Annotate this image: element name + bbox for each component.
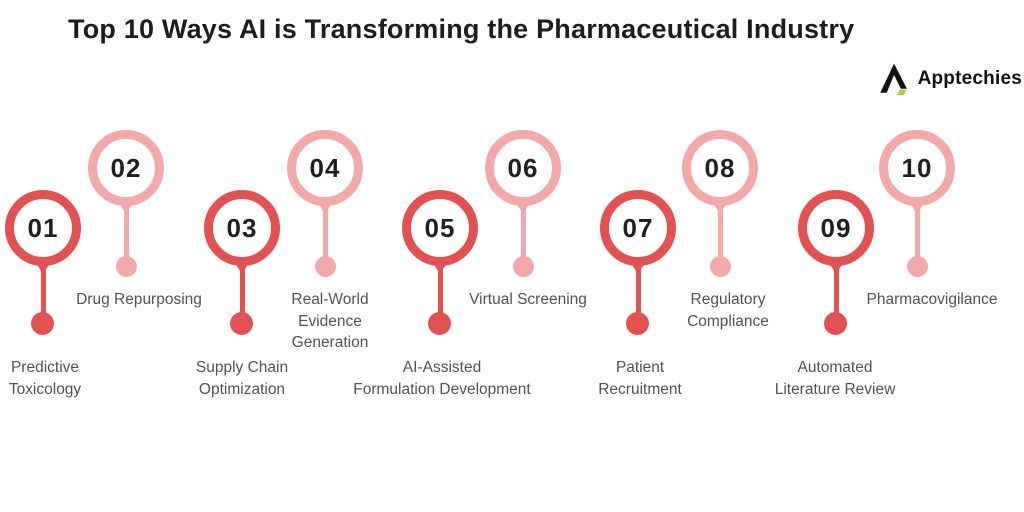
step-number-circle: 05 — [402, 190, 478, 266]
connector-tail — [36, 263, 50, 274]
connector-dot — [230, 312, 253, 335]
step-number-circle: 09 — [798, 190, 874, 266]
connector-dot — [315, 256, 336, 277]
step-label: Drug Repurposing — [76, 291, 202, 308]
connector-stem — [239, 264, 245, 316]
connector-dot — [513, 256, 534, 277]
connector-tail — [516, 203, 530, 214]
step-number-circle: 04 — [287, 130, 363, 206]
connector-tail — [318, 203, 332, 214]
step-number: 06 — [507, 152, 539, 183]
step-number-circle: 08 — [682, 130, 758, 206]
step-label: Supply Chain Optimization — [195, 359, 289, 398]
step-number: 07 — [622, 212, 654, 243]
step-label: Virtual Screening — [469, 291, 587, 308]
brand-logo: Apptechies — [877, 62, 1022, 96]
connector-tail — [631, 263, 645, 274]
page-title: Top 10 Ways AI is Transforming the Pharm… — [68, 14, 855, 44]
connector-stem — [123, 204, 129, 258]
step-label: Regulatory Compliance — [687, 291, 769, 330]
connector-stem — [520, 204, 526, 258]
apptechies-logo-icon — [879, 63, 907, 96]
step-number: 05 — [424, 212, 456, 243]
step-number-circle: 07 — [600, 190, 676, 266]
connector-dot — [907, 256, 928, 277]
connector-stem — [437, 264, 443, 316]
step-number: 02 — [110, 152, 142, 183]
connector-tail — [119, 203, 133, 214]
step-label: Predictive Toxicology — [8, 359, 82, 398]
connector-dot — [116, 256, 137, 277]
connector-stem — [322, 204, 328, 258]
connector-stem — [833, 264, 839, 316]
connector-stem — [635, 264, 641, 316]
step-number: 04 — [309, 152, 341, 183]
connector-dot — [626, 312, 649, 335]
connector-tail — [433, 263, 447, 274]
connector-tail — [829, 263, 843, 274]
brand-name: Apptechies — [917, 68, 1022, 89]
step-label: AI-Assisted Formulation Development — [353, 359, 531, 398]
step-number: 08 — [704, 152, 736, 183]
step-number-circle: 02 — [88, 130, 164, 206]
connector-tail — [235, 263, 249, 274]
connector-stem — [40, 264, 46, 316]
connector-dot — [31, 312, 54, 335]
connector-tail — [713, 203, 727, 214]
connector-stem — [717, 204, 723, 258]
step-number: 09 — [820, 212, 852, 243]
connector-dot — [710, 256, 731, 277]
step-label: Pharmacovigilance — [866, 291, 998, 308]
connector-tail — [910, 203, 924, 214]
step-number: 10 — [901, 152, 933, 183]
connector-dot — [428, 312, 451, 335]
step-number-circle: 03 — [204, 190, 280, 266]
connector-dot — [824, 312, 847, 335]
connector-stem — [914, 204, 920, 258]
step-number: 03 — [226, 212, 258, 243]
step-number-circle: 01 — [5, 190, 81, 266]
step-number-circle: 06 — [485, 130, 561, 206]
step-label: Automated Literature Review — [774, 359, 896, 398]
step-label: Real-World Evidence Generation — [291, 291, 369, 351]
step-number: 01 — [27, 212, 59, 243]
step-label: Patient Recruitment — [598, 359, 682, 398]
step-number-circle: 10 — [879, 130, 955, 206]
